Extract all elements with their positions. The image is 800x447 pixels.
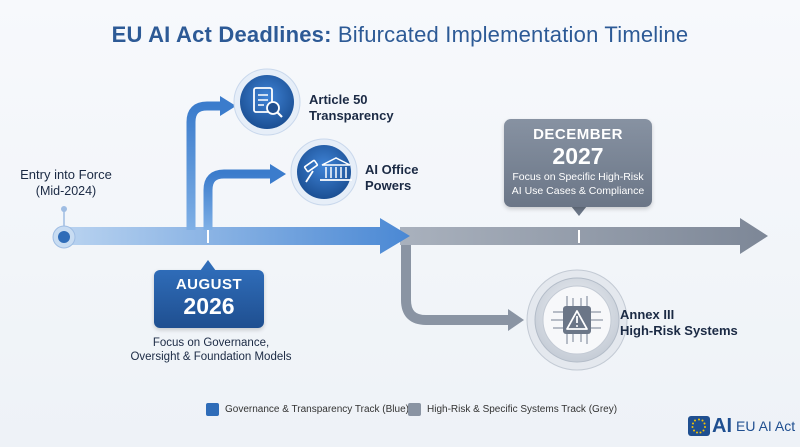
title-rest: Bifurcated Implementation Timeline: [331, 22, 689, 47]
legend-grey-label: High-Risk & Specific Systems Track (Grey…: [427, 404, 618, 415]
article50-label-line2: Transparency: [309, 108, 394, 123]
december-pointer: [571, 206, 587, 216]
gavel-courthouse-icon: [290, 138, 358, 206]
ai-office-label-line2: Powers: [365, 178, 412, 193]
document-search-icon: [233, 68, 301, 136]
annex3-label: Annex III High-Risk Systems: [620, 307, 738, 339]
brand-text: EU AI Act: [736, 418, 796, 434]
legend-grey-swatch: [408, 403, 421, 416]
december-desc-line2: AI Use Cases & Compliance: [511, 185, 645, 197]
annex3-label-line1: Annex III: [620, 307, 675, 322]
august-2026-callout: AUGUST 2026: [154, 270, 264, 328]
article50-label: Article 50 Transparency: [309, 92, 394, 124]
ai-office-label-line1: AI Office: [365, 162, 419, 177]
entry-label: Entry into Force (Mid-2024): [6, 167, 126, 199]
august-month: AUGUST: [175, 276, 243, 293]
august-desc-line2: Oversight & Foundation Models: [130, 351, 292, 363]
annex-branch-arrow: [401, 245, 512, 325]
ai-office-label: AI Office Powers: [365, 162, 418, 194]
entry-stem-dot: [61, 206, 67, 212]
legend-grey: High-Risk & Specific Systems Track (Grey…: [408, 403, 617, 416]
article50-arrowhead: [220, 96, 236, 116]
brand-logo: AI EU AI Act: [688, 416, 795, 436]
august-desc-line1: Focus on Governance,: [152, 337, 270, 349]
brand-mark: AI: [712, 415, 732, 437]
december-month: DECEMBER: [533, 126, 623, 143]
legend-blue: Governance & Transparency Track (Blue): [206, 403, 409, 416]
august-pointer: [200, 260, 216, 271]
article50-label-line1: Article 50: [309, 92, 368, 107]
blue-track-arrow: [64, 218, 410, 254]
december-2027-callout: DECEMBER 2027 Focus on Specific High-Ris…: [504, 119, 652, 207]
title-bold: EU AI Act Deadlines:: [111, 22, 332, 47]
annex-arrowhead: [508, 309, 524, 331]
entry-label-line1: Entry into Force: [20, 167, 112, 182]
august-description: Focus on Governance, Oversight & Foundat…: [116, 336, 306, 364]
grey-track-arrow: [400, 218, 768, 254]
chip-warning-icon: [526, 269, 628, 371]
eu-flag-icon: [688, 416, 710, 436]
article50-branch-arrow: [186, 101, 222, 230]
page-title: EU AI Act Deadlines: Bifurcated Implemen…: [0, 22, 800, 48]
ai-office-branch-arrow: [203, 169, 272, 230]
entry-marker-inner: [58, 231, 70, 243]
legend-blue-label: Governance & Transparency Track (Blue): [225, 404, 409, 415]
ai-office-arrowhead: [270, 164, 286, 184]
legend-blue-swatch: [206, 403, 219, 416]
december-desc-line1: Focus on Specific High-Risk: [512, 171, 644, 183]
december-year: 2027: [552, 143, 604, 169]
annex3-label-line2: High-Risk Systems: [620, 323, 738, 338]
entry-label-line2: (Mid-2024): [35, 184, 97, 198]
august-year: 2026: [183, 293, 235, 319]
